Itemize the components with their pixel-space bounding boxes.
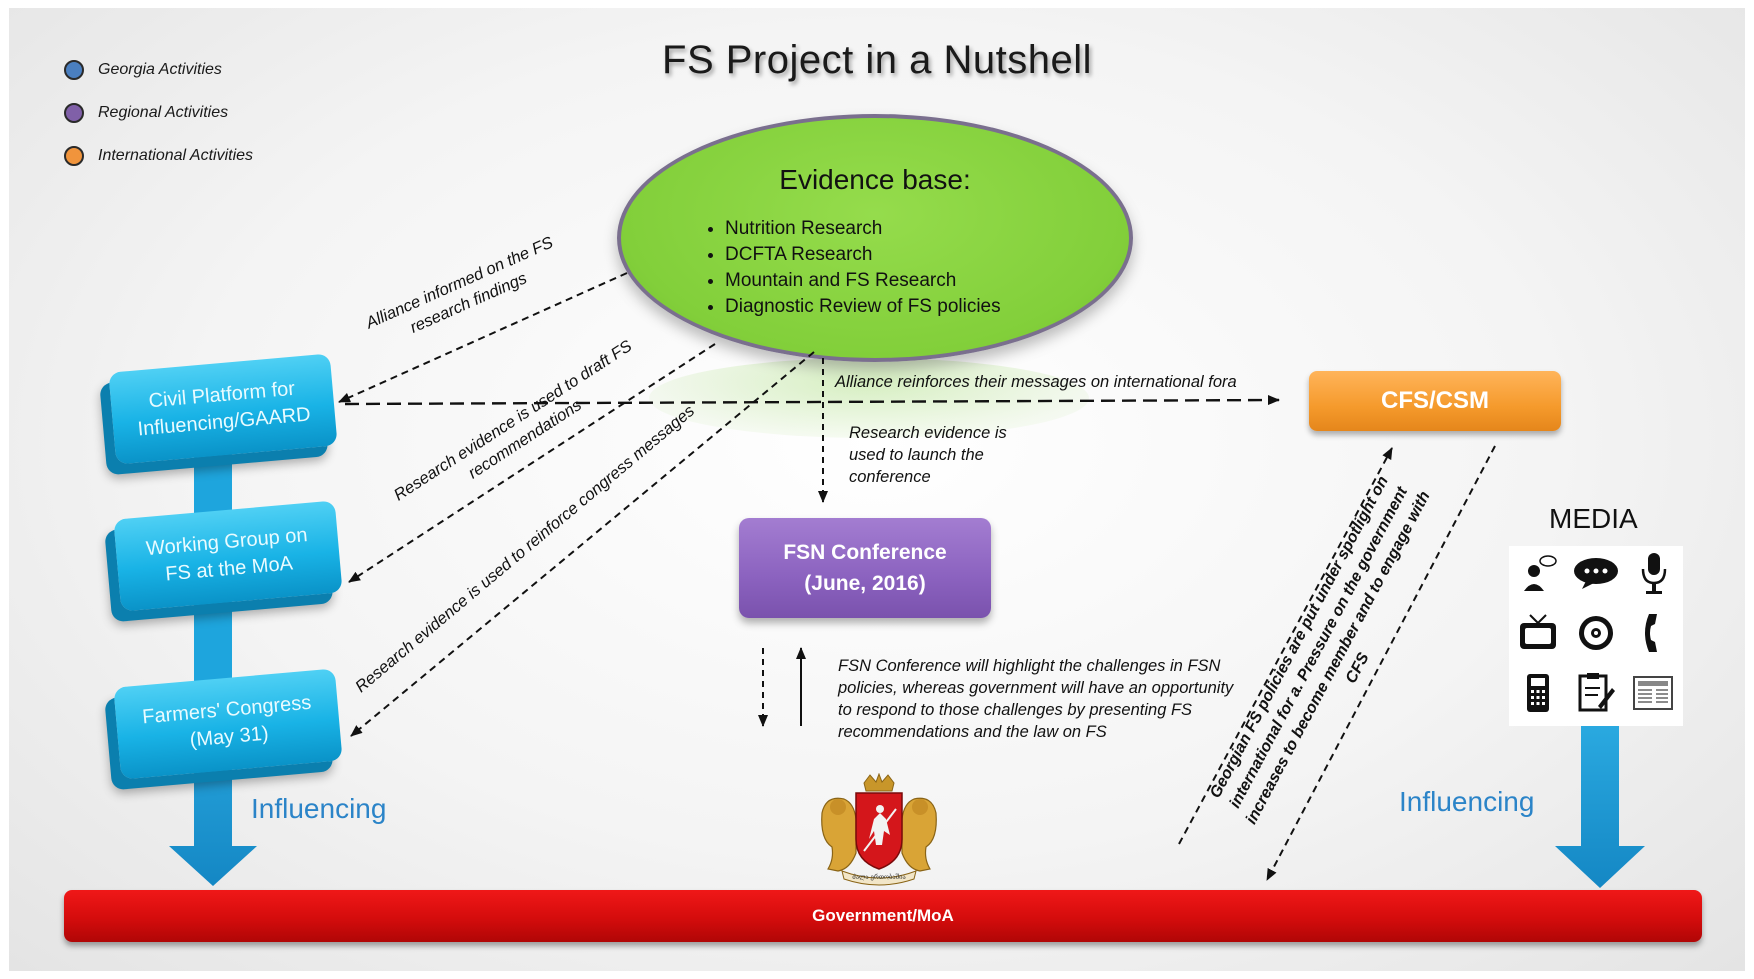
arrow-congress — [350, 351, 815, 737]
legend-dot-georgia — [64, 60, 84, 80]
legend-item-regional: Regional Activities — [64, 98, 228, 128]
arrow-cfs-to-gov — [1266, 445, 1496, 881]
fsn-conference-box: FSN Conference (June, 2016) — [739, 518, 991, 618]
cfs-csm-label: CFS/CSM — [1381, 387, 1489, 414]
label-launch: Research evidence is used to launch the … — [849, 424, 1007, 486]
legend-dot-international — [64, 146, 84, 166]
civil-platform-label: Civil Platform for Influencing/GAARD — [136, 377, 312, 441]
label-international-fora: Alliance reinforces their messages on in… — [835, 373, 1237, 391]
emblem-motto: ძალა ერთობაშია — [852, 874, 906, 881]
influencing-right-label: Influencing — [1399, 786, 1535, 817]
fsn-conference-title: FSN Conference — [783, 541, 947, 564]
legend-label-georgia: Georgia Activities — [98, 61, 222, 78]
evidence-item: Nutrition Research — [725, 216, 1001, 242]
legend-item-georgia: Georgia Activities — [64, 55, 222, 85]
arrow-alliance-informed — [338, 272, 628, 403]
government-label: Government/MoA — [812, 906, 954, 925]
government-bar: Government/MoA — [64, 890, 1702, 942]
media-label: MEDIA — [1549, 503, 1638, 534]
farmers-congress-box: Farmers' Congress (May 31) — [113, 668, 343, 780]
fsn-conference-date: (June, 2016) — [804, 572, 926, 595]
influencing-left-label: Influencing — [251, 793, 387, 824]
cfs-csm-box: CFS/CSM — [1309, 371, 1561, 431]
arrow-international-fora — [344, 395, 1280, 406]
evidence-base-title: Evidence base: — [779, 164, 971, 195]
civil-platform-box: Civil Platform for Influencing/GAARD — [108, 353, 338, 465]
evidence-item: DCFTA Research — [725, 242, 1001, 268]
evidence-item: Mountain and FS Research — [725, 268, 1001, 294]
left-influencing-arrow — [169, 708, 257, 886]
newspaper-icon — [1632, 675, 1676, 717]
farmers-congress-label: Farmers' Congress (May 31) — [141, 691, 313, 752]
legend-dot-regional — [64, 103, 84, 123]
evidence-reflection — [649, 358, 1089, 438]
clipboard-icon — [1576, 672, 1616, 720]
working-group-label: Working Group on FS at the MoA — [145, 524, 309, 586]
legend-label-international: International Activities — [98, 147, 254, 164]
speaker-person-icon — [1518, 553, 1558, 599]
coat-of-arms-emblem: ძალა ერთობაშია — [821, 773, 937, 886]
slide: FS Project in a Nutshell Georgia Activit… — [9, 8, 1745, 971]
chat-bubbles-icon — [1572, 555, 1620, 597]
evidence-list: Nutrition Research DCFTA Research Mounta… — [707, 216, 1001, 320]
legend-item-international: International Activities — [64, 141, 253, 171]
arrow-draft — [348, 343, 716, 583]
telephone-icon — [1639, 612, 1669, 660]
right-influencing-arrow — [1555, 726, 1645, 888]
label-conference-note: FSN Conference will highlight the challe… — [838, 657, 1234, 741]
working-group-box: Working Group on FS at the MoA — [113, 500, 343, 612]
evidence-item: Diagnostic Review of FS policies — [725, 294, 1001, 320]
legend-label-regional: Regional Activities — [98, 104, 229, 121]
evidence-base-ellipse: Evidence base: Nutrition Research DCFTA … — [617, 114, 1133, 362]
disc-icon — [1576, 613, 1616, 659]
arrow-cfs-from-gov — [1178, 447, 1393, 845]
microphone-icon — [1639, 551, 1669, 601]
page-title: FS Project in a Nutshell — [662, 38, 1092, 82]
arrow-layer — [169, 272, 1645, 888]
television-icon — [1518, 613, 1558, 659]
mobile-phone-icon — [1524, 672, 1552, 720]
media-icon-grid — [1509, 546, 1683, 726]
